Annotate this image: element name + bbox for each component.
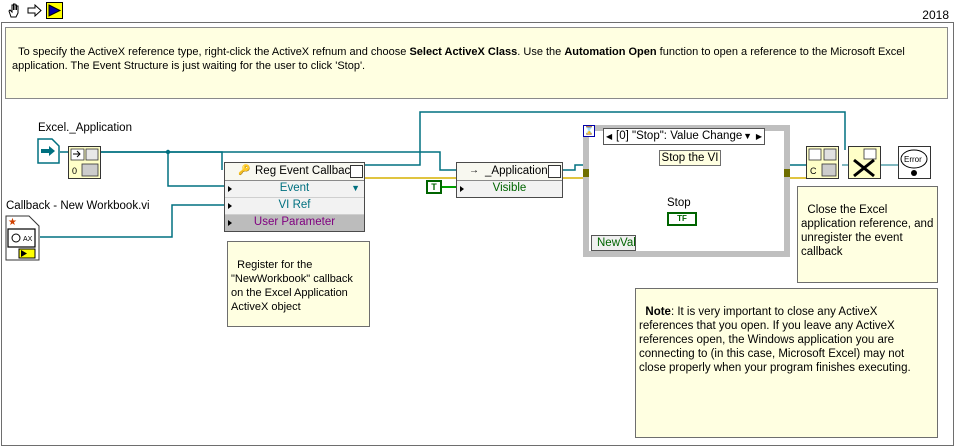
reference-icon: →	[469, 165, 479, 176]
property-node[interactable]: → _Application Visible	[456, 162, 563, 198]
run-arrow-icon[interactable]	[46, 2, 63, 19]
terminal-arrow-icon	[228, 220, 232, 226]
newval-text: NewVal	[597, 237, 636, 249]
toolbar	[3, 1, 67, 21]
note-text: : It is very important to close any Acti…	[639, 306, 911, 374]
event-selector[interactable]: ◀ [0] "Stop": Value Change ▼ ▶	[603, 128, 765, 145]
event-terminal[interactable]: Event ▼	[225, 181, 364, 198]
wire-automation-out	[100, 151, 223, 170]
close-reference-node[interactable]: C	[806, 146, 839, 179]
step-arrow-icon[interactable]	[26, 2, 43, 19]
tunnel-right[interactable]	[784, 169, 790, 177]
description-comment: To specify the ActiveX reference type, r…	[5, 27, 948, 99]
property-node-title-bar: → _Application	[457, 163, 562, 181]
register-comment-text: Register for the "NewWorkbook" callback …	[231, 259, 356, 313]
user-parameter-terminal[interactable]: User Parameter	[225, 215, 364, 231]
description-p2: . Use the	[517, 46, 565, 58]
terminal-arrow-icon	[228, 186, 232, 192]
ref-out-terminal-icon	[350, 165, 363, 178]
svg-text:C: C	[810, 166, 817, 176]
visible-property[interactable]: Visible	[457, 181, 562, 197]
svg-text:★: ★	[8, 217, 17, 228]
selector-dropdown-icon: ▼	[743, 131, 752, 141]
excel-refnum-label: Excel._Application	[38, 122, 132, 134]
block-diagram	[1, 22, 954, 446]
description-b1: Select ActiveX Class	[409, 46, 518, 58]
svg-text:0: 0	[72, 166, 77, 176]
excel-refnum-control[interactable]	[37, 138, 61, 164]
terminal-arrow-icon	[460, 186, 464, 192]
automation-open-node[interactable]: 0	[68, 146, 101, 179]
stop-the-vi-comment: Stop the VI	[659, 150, 721, 166]
vi-ref-terminal[interactable]: VI Ref	[225, 198, 364, 215]
wire-callback-ref	[40, 204, 224, 238]
description-b2: Automation Open	[564, 46, 657, 58]
register-comment: Register for the "NewWorkbook" callback …	[227, 241, 370, 327]
selector-right-arrow-icon: ▶	[755, 132, 762, 141]
vi-ref-terminal-label: VI Ref	[278, 199, 311, 211]
reg-event-callback-node[interactable]: 🔑 Reg Event Callback Event ▼ VI Ref User…	[224, 162, 365, 232]
user-parameter-terminal-label: User Parameter	[253, 216, 336, 228]
event-structure[interactable]: ◀ [0] "Stop": Value Change ▼ ▶ ⌛ Stop th…	[583, 125, 790, 257]
wire-branch-event	[167, 152, 224, 187]
note-comment: Note: It is very important to close any …	[635, 288, 938, 438]
timeout-terminal-icon[interactable]: ⌛	[583, 125, 595, 137]
newval-node[interactable]: NewVal	[591, 235, 636, 251]
property-node-title: _Application	[485, 165, 548, 177]
wire-ref-to-property	[100, 151, 456, 171]
true-constant-text: T	[431, 182, 437, 192]
reg-event-title: Reg Event Callback	[255, 165, 356, 177]
stop-terminal-text: TF	[677, 214, 687, 223]
version-label: 2018	[922, 8, 949, 22]
wire-reg-to-close	[365, 111, 846, 166]
note-bold: Note	[645, 306, 671, 318]
callback-icon: 🔑	[238, 165, 251, 176]
terminal-arrow-icon	[228, 203, 232, 209]
ref-out-terminal-icon	[548, 165, 561, 178]
stop-label: Stop	[667, 197, 691, 209]
close-comment-text: Close the Excel application reference, a…	[801, 204, 937, 258]
unregister-node[interactable]	[848, 146, 881, 179]
stop-button-terminal[interactable]: TF	[667, 212, 697, 226]
visible-property-label: Visible	[492, 182, 527, 194]
reg-event-title-bar: 🔑 Reg Event Callback	[225, 163, 364, 181]
event-terminal-label: Event	[279, 182, 310, 194]
selector-left-arrow-icon: ◀	[606, 132, 613, 141]
description-p1: To specify the ActiveX reference type, r…	[18, 46, 410, 58]
svg-text:AX: AX	[23, 236, 33, 243]
close-comment: Close the Excel application reference, a…	[797, 186, 938, 283]
true-constant[interactable]: T	[426, 180, 442, 194]
dropdown-arrow-icon: ▼	[351, 183, 360, 193]
callback-vi-icon[interactable]: ★ AX	[5, 215, 41, 261]
tunnel-left[interactable]	[583, 169, 589, 177]
stop-the-vi-text: Stop the VI	[661, 152, 719, 164]
description-p3: function to open a reference to the Micr…	[12, 46, 908, 72]
wire-junction	[165, 149, 171, 155]
error-handler-node[interactable]: Error	[898, 146, 931, 179]
svg-text:Error: Error	[904, 155, 922, 164]
event-selector-text: [0] "Stop": Value Change	[616, 130, 743, 142]
callback-vi-label: Callback - New Workbook.vi	[6, 200, 150, 212]
hand-icon[interactable]	[6, 2, 23, 19]
